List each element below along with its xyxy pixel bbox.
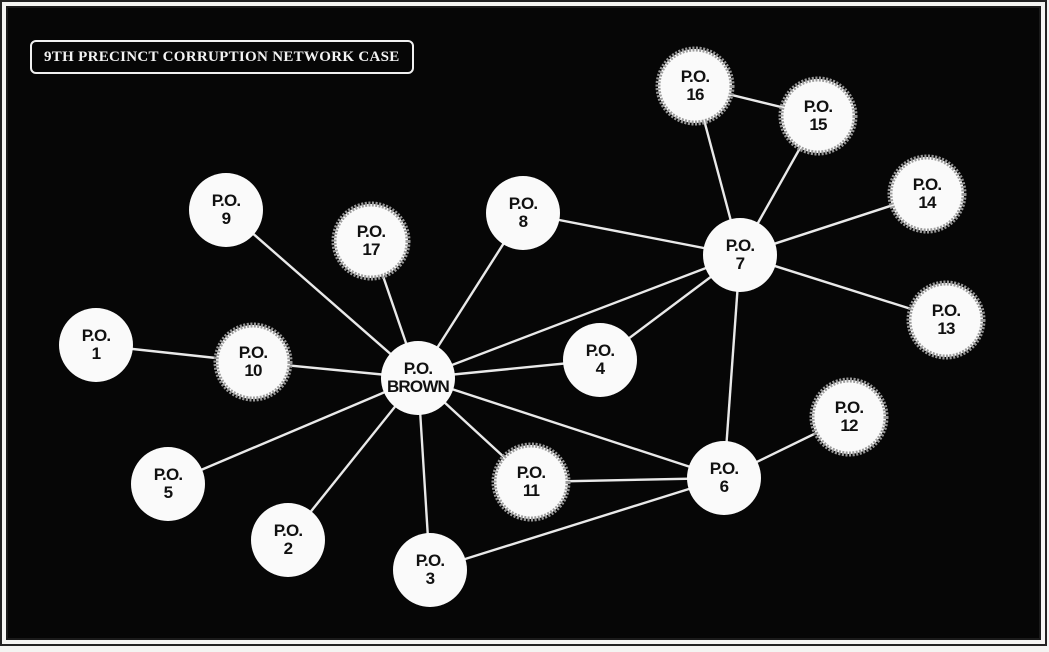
node-label-line1: P.O. — [710, 459, 739, 478]
node-label-line2: 2 — [284, 539, 293, 558]
node-circle — [778, 76, 858, 156]
node-circle — [809, 377, 889, 457]
node-po12: P.O.12 — [809, 377, 889, 457]
edge-brown-po7 — [417, 253, 741, 380]
node-circle — [491, 442, 571, 522]
node-label-line2: 10 — [244, 361, 262, 380]
node-label-line2: BROWN — [387, 377, 450, 396]
edge-po3-po6 — [429, 476, 725, 572]
node-label-line2: 15 — [809, 115, 827, 134]
node-label-line2: 12 — [840, 416, 858, 435]
node-label-line1: P.O. — [835, 398, 864, 417]
node-label-line2: 5 — [164, 483, 173, 502]
node-label-line2: 6 — [720, 477, 729, 496]
node-label-line2: 13 — [937, 319, 955, 338]
diagram-frame — [6, 6, 1041, 640]
node-po1: P.O.1 — [59, 308, 133, 382]
node-circle — [563, 323, 637, 397]
node-label-line1: P.O. — [517, 463, 546, 482]
node-label-line1: P.O. — [726, 236, 755, 255]
node-label-line1: P.O. — [913, 175, 942, 194]
node-label-line1: P.O. — [932, 301, 961, 320]
node-po8: P.O.8 — [486, 176, 560, 250]
node-circle — [131, 447, 205, 521]
node-label-line2: 9 — [222, 209, 231, 228]
node-circle — [906, 280, 986, 360]
node-brown: P.O.BROWN — [381, 341, 455, 415]
node-circle — [393, 533, 467, 607]
node-po14: P.O.14 — [887, 154, 967, 234]
node-label-line1: P.O. — [681, 67, 710, 86]
node-po11: P.O.11 — [491, 442, 571, 522]
node-label-line2: 8 — [519, 212, 528, 231]
node-circle — [59, 308, 133, 382]
node-po15: P.O.15 — [778, 76, 858, 156]
node-circle — [887, 154, 967, 234]
node-circle — [687, 441, 761, 515]
nodes-layer: P.O.BROWNP.O.1P.O.2P.O.3P.O.4P.O.5P.O.6P… — [59, 46, 986, 607]
node-label-line1: P.O. — [586, 341, 615, 360]
node-po7: P.O.7 — [703, 218, 777, 292]
node-label-line1: P.O. — [212, 191, 241, 210]
node-po13: P.O.13 — [906, 280, 986, 360]
node-label-line2: 17 — [362, 240, 380, 259]
edge-brown-po5 — [167, 376, 419, 486]
node-label-line1: P.O. — [274, 521, 303, 540]
node-label-line2: 3 — [426, 569, 435, 588]
node-label-line1: P.O. — [416, 551, 445, 570]
edge-po7-po6 — [722, 254, 742, 479]
node-po5: P.O.5 — [131, 447, 205, 521]
node-po3: P.O.3 — [393, 533, 467, 607]
node-label-line1: P.O. — [82, 326, 111, 345]
edge-po9-brown — [225, 209, 419, 379]
node-po6: P.O.6 — [687, 441, 761, 515]
node-label-line1: P.O. — [357, 222, 386, 241]
node-circle — [381, 341, 455, 415]
node-label-line1: P.O. — [239, 343, 268, 362]
node-po4: P.O.4 — [563, 323, 637, 397]
node-label-line2: 7 — [736, 254, 745, 273]
edge-brown-po6 — [417, 376, 725, 480]
node-circle — [655, 46, 735, 126]
node-po17: P.O.17 — [331, 201, 411, 281]
node-label-line1: P.O. — [804, 97, 833, 116]
node-label-line2: 1 — [92, 344, 101, 363]
node-po2: P.O.2 — [251, 503, 325, 577]
node-label-line1: P.O. — [154, 465, 183, 484]
node-circle — [251, 503, 325, 577]
node-circle — [703, 218, 777, 292]
node-label-line2: 4 — [596, 359, 606, 378]
node-label-line2: 11 — [523, 481, 540, 500]
node-po16: P.O.16 — [655, 46, 735, 126]
node-label-line2: 14 — [918, 193, 937, 212]
node-circle — [331, 201, 411, 281]
diagram-title: 9TH PRECINCT CORRUPTION NETWORK CASE — [30, 40, 414, 74]
node-circle — [189, 173, 263, 247]
node-po9: P.O.9 — [189, 173, 263, 247]
node-label-line1: P.O. — [509, 194, 538, 213]
node-label-line2: 16 — [686, 85, 704, 104]
node-po10: P.O.10 — [213, 322, 293, 402]
node-circle — [213, 322, 293, 402]
node-circle — [486, 176, 560, 250]
node-label-line1: P.O. — [404, 359, 433, 378]
